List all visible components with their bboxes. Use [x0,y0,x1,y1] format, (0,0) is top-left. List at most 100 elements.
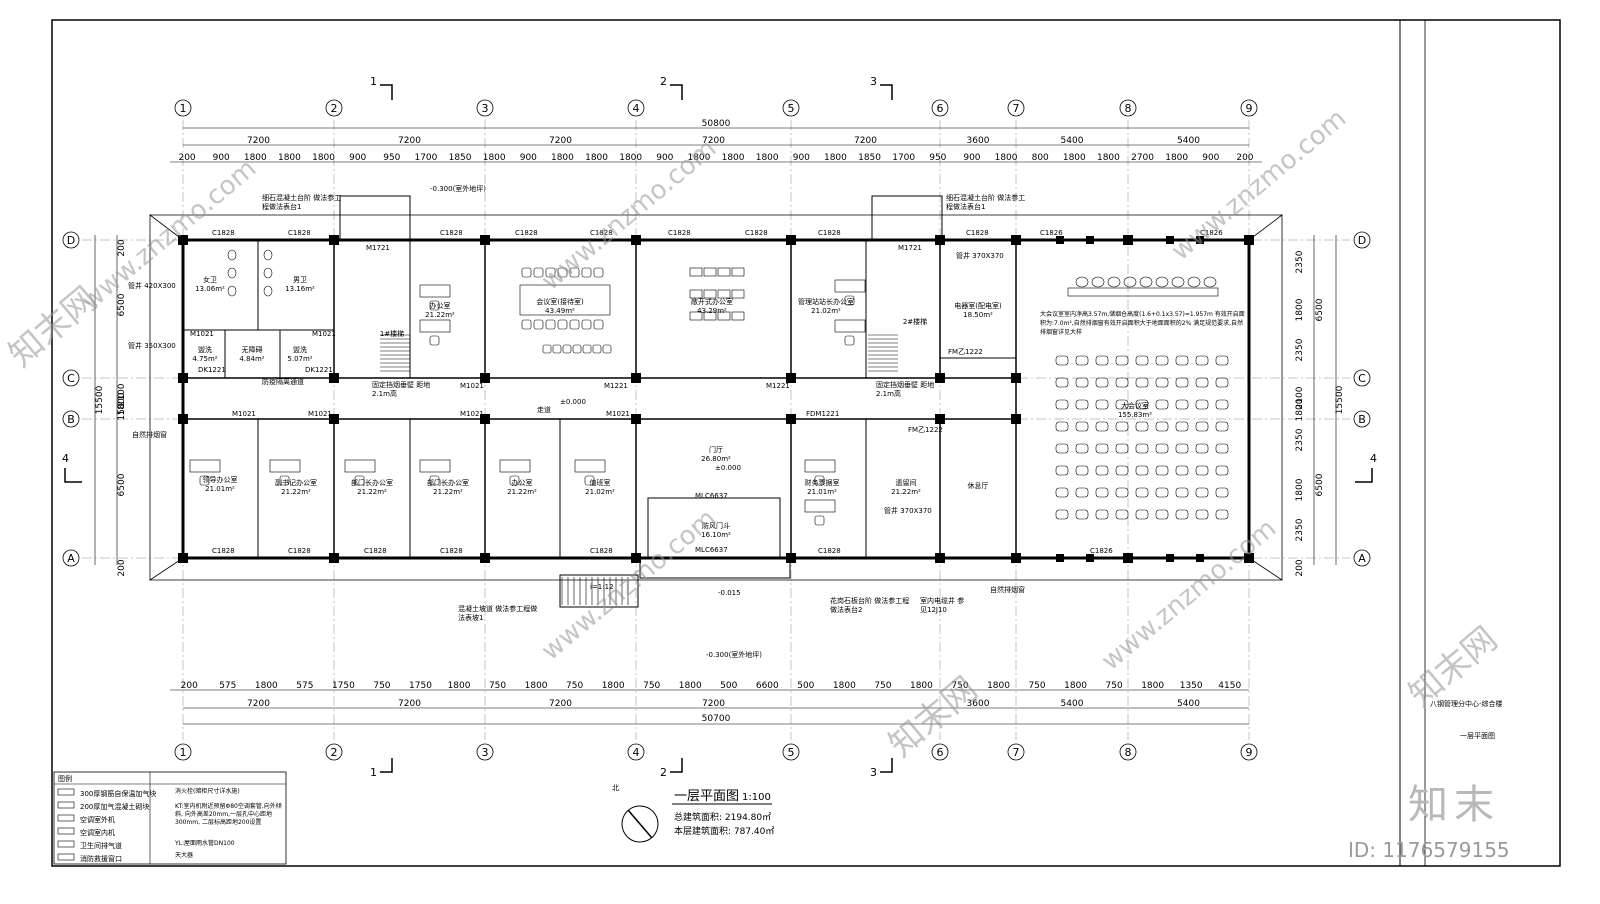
auditorium-seat [1215,355,1229,366]
axis-label: 6 [937,746,944,759]
room-name: 部门长办公室 [351,478,393,487]
auditorium-seat [1095,487,1109,498]
chair [521,267,532,278]
toilet-fixture [227,267,237,279]
note-exhaust-window-2: 自然排烟窗 [990,585,1025,594]
room-labels: 女卫13.06m²男卫13.16m²盥洗4.75m²无障碍4.84m²盥洗5.0… [192,275,1152,539]
dim-detail: 1800 [525,681,548,691]
auditorium-seat [1115,377,1129,388]
tag-window: C1826 [1090,547,1113,555]
dim-detail: 1800 [756,153,779,163]
axis-label: C [1358,372,1366,385]
room-name: 防风门斗 [702,521,730,530]
legend-item: 消火栓(暗柜尺寸详水施) [175,788,240,795]
note-smoke-curtain-1: 固定挡烟垂壁 距地2.1m高 [372,381,431,398]
legend-item: 300厚钢筋自保温加气块 [80,789,156,798]
room-area: 21.22m² [281,488,311,496]
auditorium-seat [1135,509,1149,520]
dim-detail: 900 [520,153,537,163]
room-area: 4.84m² [239,355,264,363]
svg-text:1: 1 [370,75,377,88]
dim-vertical: 15500 [95,385,105,414]
note-step-2: 细石混凝土台阶 做法参工程做法表台1 [946,194,1026,211]
dim-vertical: 2100 [117,383,127,406]
dim-detail: 1800 [722,153,745,163]
auditorium-seat [1155,355,1169,366]
dim-bay: 7200 [398,136,421,146]
room-area: 21.22m² [425,311,455,319]
level-mark: -0.300(室外地坪) [430,184,486,193]
axis-label: A [67,552,75,565]
dim-detail: 1800 [312,153,335,163]
chair [569,319,580,330]
room-area: 5.07m² [287,355,312,363]
auditorium-seat [1155,399,1169,410]
dim-detail: 1800 [448,681,471,691]
room-area: 21.22m² [433,488,463,496]
dim-detail: 1800 [1063,153,1086,163]
column [786,414,796,424]
axis-label: 6 [937,102,944,115]
workstation [689,311,703,321]
desk [344,459,376,473]
room-area: 21.01m² [807,488,837,496]
dim-detail: 1850 [449,153,472,163]
axis-label: A [1358,552,1366,565]
column [329,414,339,424]
dim-detail: 500 [720,681,737,691]
auditorium-seat [1075,487,1089,498]
column [935,373,945,383]
auditorium-seat [1175,355,1189,366]
column [480,553,490,563]
dim-detail: 1800 [910,681,933,691]
note-granite-step: 花岗石板台阶 做法参工程做法表台2 [830,597,910,614]
desk [499,459,531,473]
drawing-notes: 细石混凝土台阶 做法参工程做法表台1 细石混凝土台阶 做法参工程做法表台1 大会… [132,194,1245,622]
office-chair [844,335,855,346]
axis-bubble [1353,549,1371,567]
room-name: 敞开式办公室 [691,297,733,306]
dim-detail: 1700 [892,153,915,163]
column [1166,236,1174,244]
dim-detail: 1800 [255,681,278,691]
auditorium-seat [1135,355,1149,366]
axis-bubble [1119,99,1137,117]
tag-window: C1828 [364,547,387,555]
axis-bubble [627,743,645,761]
dim-detail: 200 [181,681,198,691]
room-area: 18.50m² [963,311,993,319]
workstation [703,267,717,277]
stage-chair [1203,276,1217,288]
auditorium-seat [1155,509,1169,520]
room-area: 21.02m² [585,488,615,496]
dim-detail: 1800 [585,153,608,163]
room-name: 财务票据室 [805,478,840,487]
dim-detail: 750 [951,681,968,691]
auditorium-seat [1115,399,1129,410]
auditorium-seat [1135,377,1149,388]
chair [552,344,562,354]
legend-item: KT:室内机附近预留Φ80空调套管,向外倾斜, 向外高差20mm,一层孔中心距地… [175,803,282,826]
axis-label: 2 [331,102,338,115]
auditorium-seat [1215,421,1229,432]
stage-chair [1123,276,1137,288]
axis-bubble [1007,743,1025,761]
dim-detail: 1800 [679,681,702,691]
auditorium-seat [1095,509,1109,520]
dim-vertical: 1800 [1295,398,1305,421]
axis-bubble [782,743,800,761]
auditorium-seat [1095,443,1109,454]
workstation [731,311,745,321]
room-name: 男卫 [293,276,307,284]
workstation [717,267,731,277]
floor-area: 本层建筑面积: 787.40㎡ [674,825,774,837]
axis-label: C [67,372,75,385]
dim-bay: 7200 [549,136,572,146]
axis-bubble [476,743,494,761]
axis-bubble [62,549,80,567]
dim-detail: 575 [219,681,236,691]
tag-window: C1828 [590,547,613,555]
